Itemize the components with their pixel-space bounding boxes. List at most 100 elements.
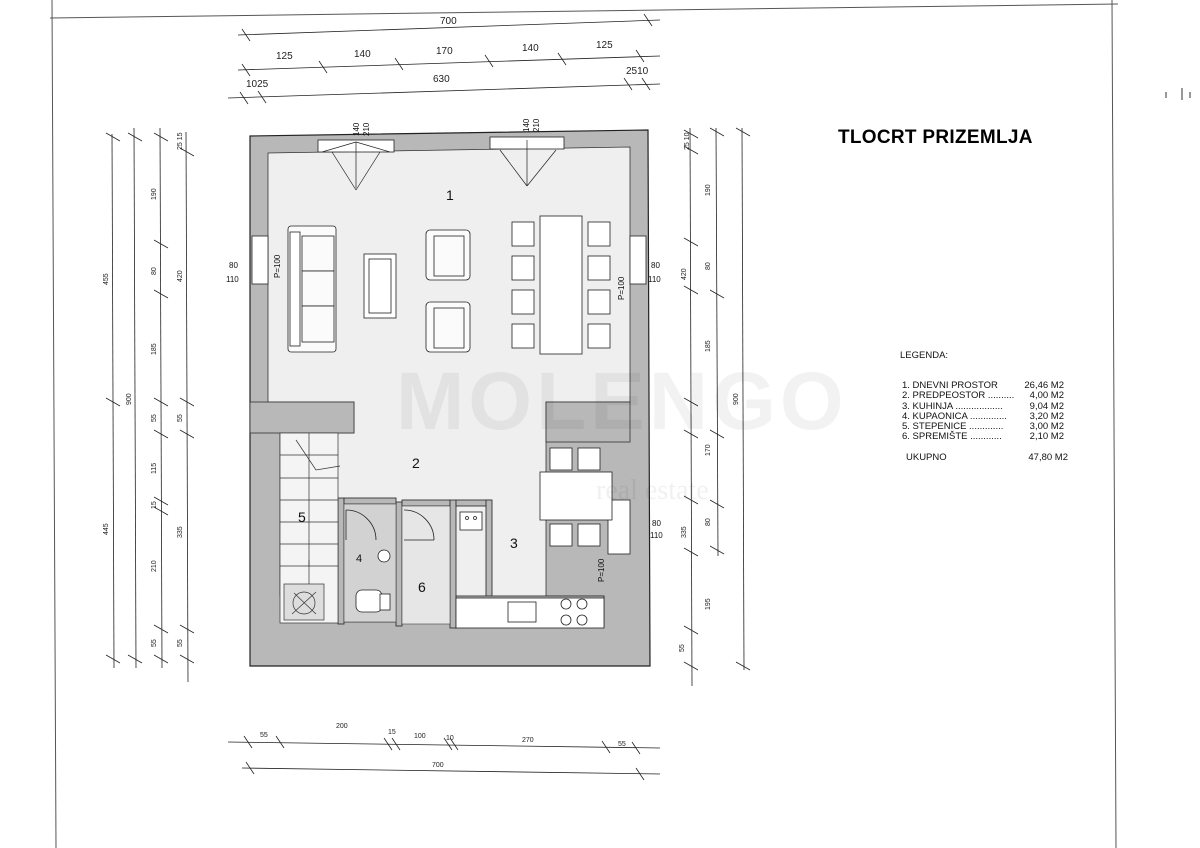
legend-item: 1. DNEVNI PROSTOR 26,46 M2 — [900, 380, 1064, 391]
sofa — [287, 225, 337, 353]
left-dimension-text: 455 445 900 190 80 185 55 115 15 210 55 … — [103, 132, 184, 647]
small-room-fills — [343, 503, 451, 625]
dim-bottom-200: 200 — [336, 723, 348, 730]
dim-bottom-55a: 55 — [260, 732, 268, 739]
dim-right-195: 195 — [705, 598, 712, 610]
legend-item-label: 6. SPREMIŠTE ............ — [902, 431, 1002, 443]
dim-bottom-55b: 55 — [618, 741, 626, 748]
legend-item: 6. SPREMIŠTE ............ 2,10 M2 — [900, 431, 1064, 443]
dim-right-170: 170 — [705, 444, 712, 456]
room-number-1: 1 — [446, 187, 454, 203]
right-dimension-text: 25 10 190 80 185 170 80 195 55 420 335 9… — [679, 132, 740, 652]
dim-bottom-270: 270 — [522, 737, 534, 744]
bathroom-fixtures — [345, 509, 435, 613]
dim-left-115: 115 — [151, 463, 158, 474]
dim-left-80: 80 — [151, 267, 158, 275]
legend-item-label: 5. STEPENICE ............. — [902, 421, 1004, 433]
top-dimension-ticks — [239, 13, 653, 105]
top-dimension-text: 700 125 140 170 140 125 1025 630 2510 — [246, 16, 649, 90]
wlabel-left-w: 80 — [229, 261, 238, 270]
legend-item-area: 2,10 M2 — [1029, 431, 1064, 443]
room-number-6: 6 — [418, 579, 426, 595]
kitchen-table — [539, 447, 613, 547]
dim-top-overall: 700 — [440, 16, 457, 27]
legend-item: 2. PREDPEOSTOR .......... 4,00 M2 — [900, 390, 1064, 402]
staircase — [279, 432, 341, 624]
dim-left-15: 15 — [151, 501, 158, 509]
room-number-3: 3 — [510, 535, 518, 551]
wlabel-top-left-w: 140 — [352, 122, 361, 136]
legend-item-area: 4,00 M2 — [1029, 390, 1064, 402]
dim-right-185: 185 — [705, 340, 712, 352]
bottom-dimension-lines — [227, 741, 661, 775]
wlabel-kitchen-p: P=100 — [597, 558, 606, 582]
dim-right-80a: 80 — [705, 262, 712, 270]
top-dimension-lines — [227, 19, 661, 99]
page-title: TLOCRT PRIZEMLJA — [838, 127, 1033, 148]
legend-total-area: 47,80 M2 — [1028, 451, 1068, 463]
left-dimension-ticks — [105, 132, 195, 664]
wlabel-right-h: 110 — [648, 275, 661, 284]
dim-left-55d: 55 — [177, 639, 184, 647]
legend-item: 4. KUPAONICA .............. 3,20 M2 — [900, 410, 1064, 422]
dim-top-170: 170 — [436, 46, 453, 57]
dim-top-630: 630 — [433, 74, 450, 85]
wlabel-top-left-h: 210 — [362, 122, 371, 136]
dim-top-2510: 2510 — [626, 66, 649, 77]
dim-top-140b: 140 — [522, 43, 539, 54]
dim-top-1025: 1025 — [246, 79, 269, 90]
watermark-logo: MOLENGO — [396, 356, 848, 447]
wlabel-top-right-w: 140 — [522, 118, 531, 132]
window-sash-lines — [321, 140, 557, 191]
wlabel-kitchen-h: 110 — [650, 531, 663, 540]
scan-border — [49, 0, 1119, 848]
dim-left-420: 420 — [177, 270, 184, 282]
dim-bottom-overall: 700 — [432, 762, 444, 769]
bottom-dimension-ticks — [243, 735, 645, 781]
scan-marks — [1165, 88, 1191, 100]
wlabel-kitchen-w: 80 — [652, 519, 661, 528]
dim-left-185: 185 — [151, 343, 158, 355]
wlabel-right-p: P=100 — [617, 276, 626, 300]
dim-left-2515: 25 15 — [177, 132, 184, 150]
watermark-subtitle: real estate — [596, 475, 709, 506]
room-numbers: 1 2 3 4 5 6 — [298, 187, 518, 595]
dim-left-335: 335 — [177, 526, 184, 538]
right-dimension-lines — [689, 127, 745, 687]
coffee-table — [363, 253, 397, 319]
wlabel-left-p: P=100 — [273, 254, 282, 278]
dim-top-140a: 140 — [354, 49, 371, 60]
dim-right-190: 190 — [705, 184, 712, 196]
dim-left-210: 210 — [151, 560, 158, 572]
kitchen-counter — [455, 511, 605, 629]
legend-item-label: 1. DNEVNI PROSTOR — [902, 380, 998, 391]
legend-total-label: UKUPNO — [906, 451, 947, 463]
dim-left-445: 445 — [103, 523, 110, 535]
legend-total: UKUPNO 47,80 M2 — [900, 452, 1068, 463]
legend-item: 3. KUHINJA .................. 9,04 M2 — [900, 400, 1064, 412]
dim-right-900: 900 — [733, 393, 740, 405]
dim-top-125b: 125 — [596, 40, 613, 51]
legend-item-label: 4. KUPAONICA .............. — [902, 410, 1007, 422]
dim-left-900: 900 — [126, 393, 133, 405]
dining-table — [511, 215, 611, 355]
dim-left-55a: 55 — [151, 414, 158, 422]
bottom-dimension-text: 55 200 15 100 10 270 55 700 — [260, 723, 626, 769]
wlabel-right-w: 80 — [651, 261, 660, 270]
legend-item-label: 2. PREDPEOSTOR .......... — [902, 390, 1015, 402]
window-labels: 140 210 140 210 80 110 P=100 80 110 P=10… — [226, 118, 663, 582]
dim-right-80b: 80 — [705, 518, 712, 526]
room-number-5: 5 — [298, 509, 306, 525]
dim-right-2510: 25 10 — [684, 132, 691, 150]
legend-item-label: 3. KUHINJA .................. — [902, 400, 1003, 412]
legend-item: 5. STEPENICE ............. 3,00 M2 — [900, 421, 1064, 433]
legend-item-area: 3,20 M2 — [1029, 410, 1064, 422]
room-number-2: 2 — [412, 455, 420, 471]
left-dimension-lines — [111, 127, 189, 683]
dim-bottom-100: 100 — [414, 733, 426, 740]
dim-right-335: 335 — [681, 526, 688, 538]
wlabel-top-right-h: 210 — [532, 118, 541, 132]
wlabel-left-h: 110 — [226, 275, 239, 284]
legend: LEGENDA: 1. DNEVNI PROSTOR 26,46 M2 2. P… — [900, 350, 1100, 463]
